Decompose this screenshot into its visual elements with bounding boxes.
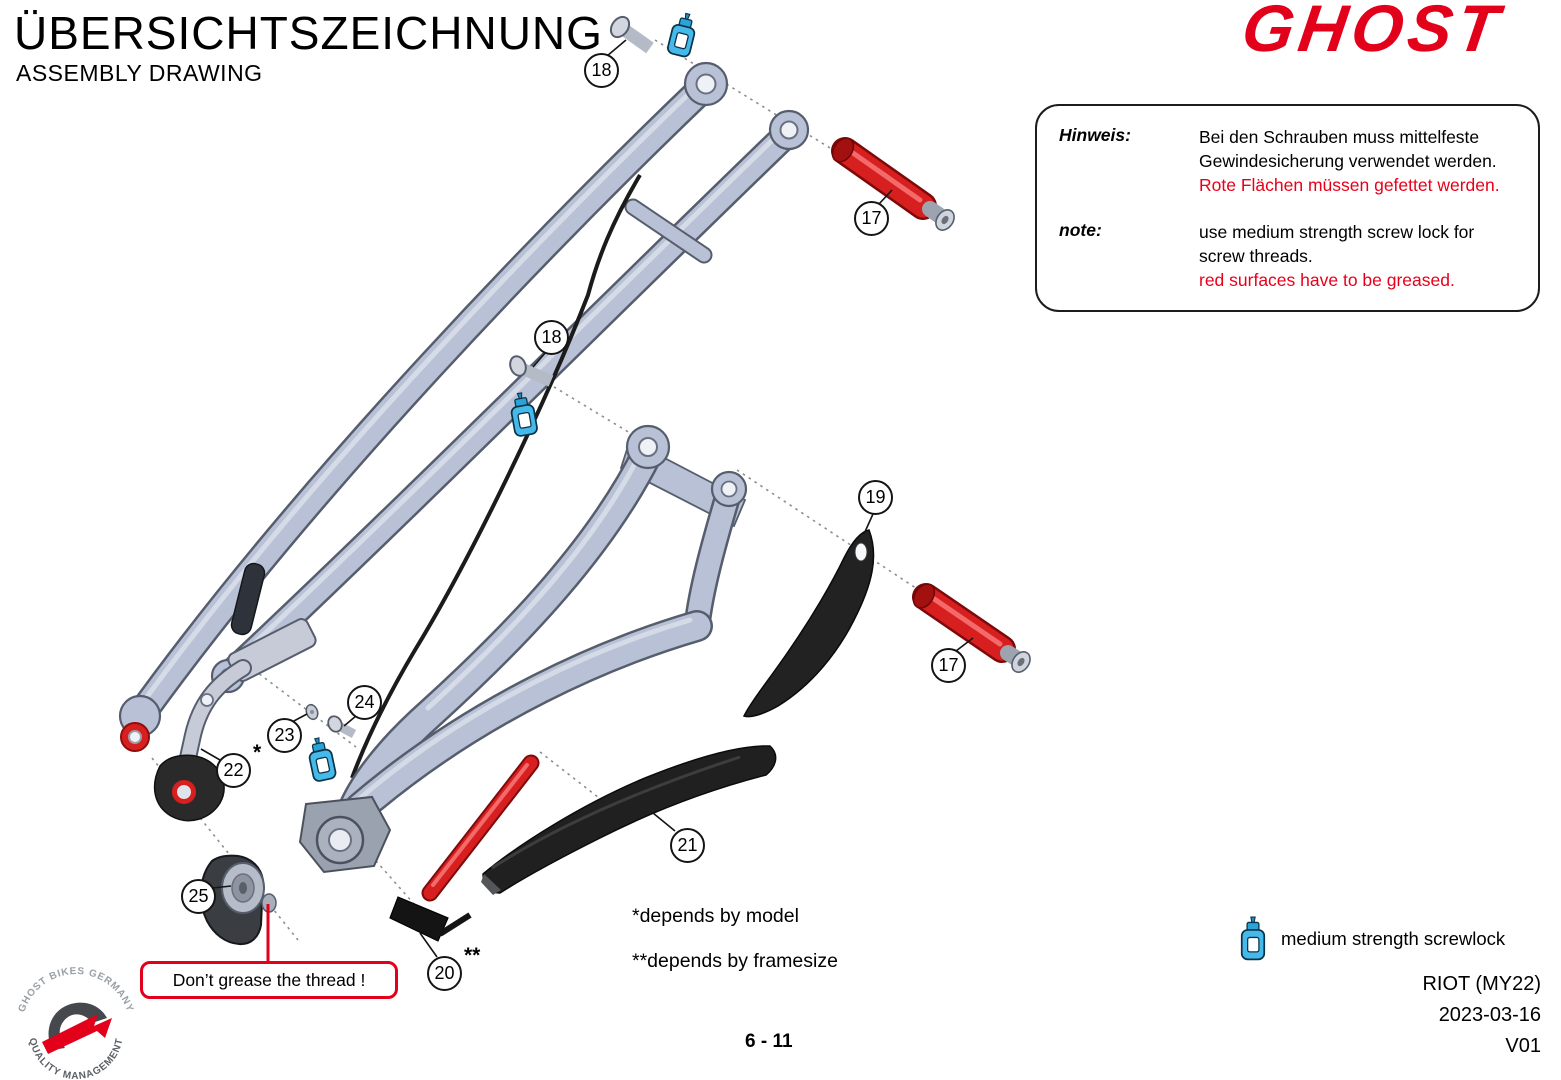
screwlock-bottle-icon xyxy=(665,10,700,59)
note-line: screw threads. xyxy=(1199,246,1313,266)
callout-23: 23 xyxy=(267,718,302,753)
document-meta: RIOT (MY22) 2023-03-16 V01 xyxy=(1422,969,1541,1062)
callout-number: 20 xyxy=(434,963,455,983)
derailleur-hanger-assembly xyxy=(153,618,317,822)
model-name: RIOT (MY22) xyxy=(1422,973,1541,995)
callout-20: 20 ** xyxy=(427,944,480,991)
note-line: Bei den Schrauben muss mittelfeste xyxy=(1199,127,1480,147)
protector-strip-20 xyxy=(389,754,540,942)
axle-17-top xyxy=(831,137,955,231)
screwlock-legend-label: medium strength screwlock xyxy=(1281,927,1506,949)
axle-17-bottom xyxy=(912,583,1031,673)
note-text-de: Bei den Schrauben muss mittelfeste Gewin… xyxy=(1199,125,1518,197)
dont-grease-warning-box: Don’t grease the thread ! xyxy=(140,961,398,999)
chainstay-protector-21 xyxy=(481,745,777,895)
callout-number: 25 xyxy=(188,886,209,906)
page-subtitle: ASSEMBLY DRAWING xyxy=(16,60,263,86)
page-title: ÜBERSICHTSZEICHNUNG xyxy=(14,7,603,59)
callout-18-mid: 18 xyxy=(534,320,569,355)
note-row-german: Hinweis: Bei den Schrauben muss mittelfe… xyxy=(1059,125,1518,197)
callout-number: 24 xyxy=(354,692,375,712)
qm-logo-mark xyxy=(42,1002,112,1054)
note-label-de: Hinweis: xyxy=(1059,125,1131,145)
callout-17-bottom: 17 xyxy=(931,648,966,683)
screwlock-bottle-icon xyxy=(1240,916,1266,961)
svg-text:QUALITY MANAGEMENT: QUALITY MANAGEMENT xyxy=(26,1037,125,1080)
callout-number: 21 xyxy=(677,835,698,855)
axle-part-25 xyxy=(200,854,277,946)
screwlock-bottle-icon xyxy=(304,735,338,783)
seatstay-guard-19 xyxy=(742,529,875,718)
screw-18-top xyxy=(609,15,654,54)
callout-number: 18 xyxy=(591,60,612,80)
callout-number: 17 xyxy=(938,655,959,675)
note-box: Hinweis: Bei den Schrauben muss mittelfe… xyxy=(1035,104,1540,312)
quality-management-logo: GHOST BIKES GERMANY QUALITY MANAGEMENT xyxy=(17,966,135,1080)
note-line: use medium strength screw lock for xyxy=(1199,222,1475,242)
callout-number: 22 xyxy=(223,760,244,780)
document-date: 2023-03-16 xyxy=(1438,1004,1541,1026)
chainstay-assembly xyxy=(298,424,748,874)
note-text-en: use medium strength screw lock for screw… xyxy=(1199,220,1518,292)
callout-number: 19 xyxy=(865,487,886,507)
callout-17-top: 17 xyxy=(854,201,889,236)
screwlock-legend: medium strength screwlock xyxy=(1238,916,1505,961)
note-red-line: red surfaces have to be greased. xyxy=(1199,270,1455,290)
screw-18-mid xyxy=(509,355,554,387)
page-number: 6 - 11 xyxy=(745,1031,793,1052)
hanger-screws xyxy=(305,703,357,738)
callout-22: 22 * xyxy=(216,741,261,788)
callout-suffix: * xyxy=(253,741,262,764)
callout-number: 18 xyxy=(541,327,562,347)
document-version: V01 xyxy=(1505,1035,1541,1057)
ghost-brand-logo: GHOST xyxy=(1238,0,1509,65)
brake-hose xyxy=(230,173,642,779)
callout-21: 21 xyxy=(670,828,705,863)
callout-suffix: ** xyxy=(464,944,481,967)
note-label-en: note: xyxy=(1059,220,1102,240)
note-line: Gewindesicherung verwendet werden. xyxy=(1199,151,1497,171)
depends-by-model-note: *depends by model xyxy=(632,905,799,927)
callout-25: 25 xyxy=(181,879,216,914)
callout-number: 17 xyxy=(861,208,882,228)
seatstay-assembly xyxy=(118,61,810,752)
qm-logo-arc-bottom-text: QUALITY MANAGEMENT xyxy=(26,1037,124,1080)
note-red-line: Rote Flächen müssen gefettet werden. xyxy=(1199,175,1500,195)
guard-19-hole xyxy=(854,542,868,562)
callout-number: 23 xyxy=(274,725,295,745)
depends-by-framesize-note: **depends by framesize xyxy=(632,950,838,972)
note-row-english: note: use medium strength screw lock for… xyxy=(1059,220,1518,292)
callout-24: 24 xyxy=(347,685,382,720)
callout-19: 19 xyxy=(858,480,893,515)
callout-18-top: 18 xyxy=(584,53,619,88)
